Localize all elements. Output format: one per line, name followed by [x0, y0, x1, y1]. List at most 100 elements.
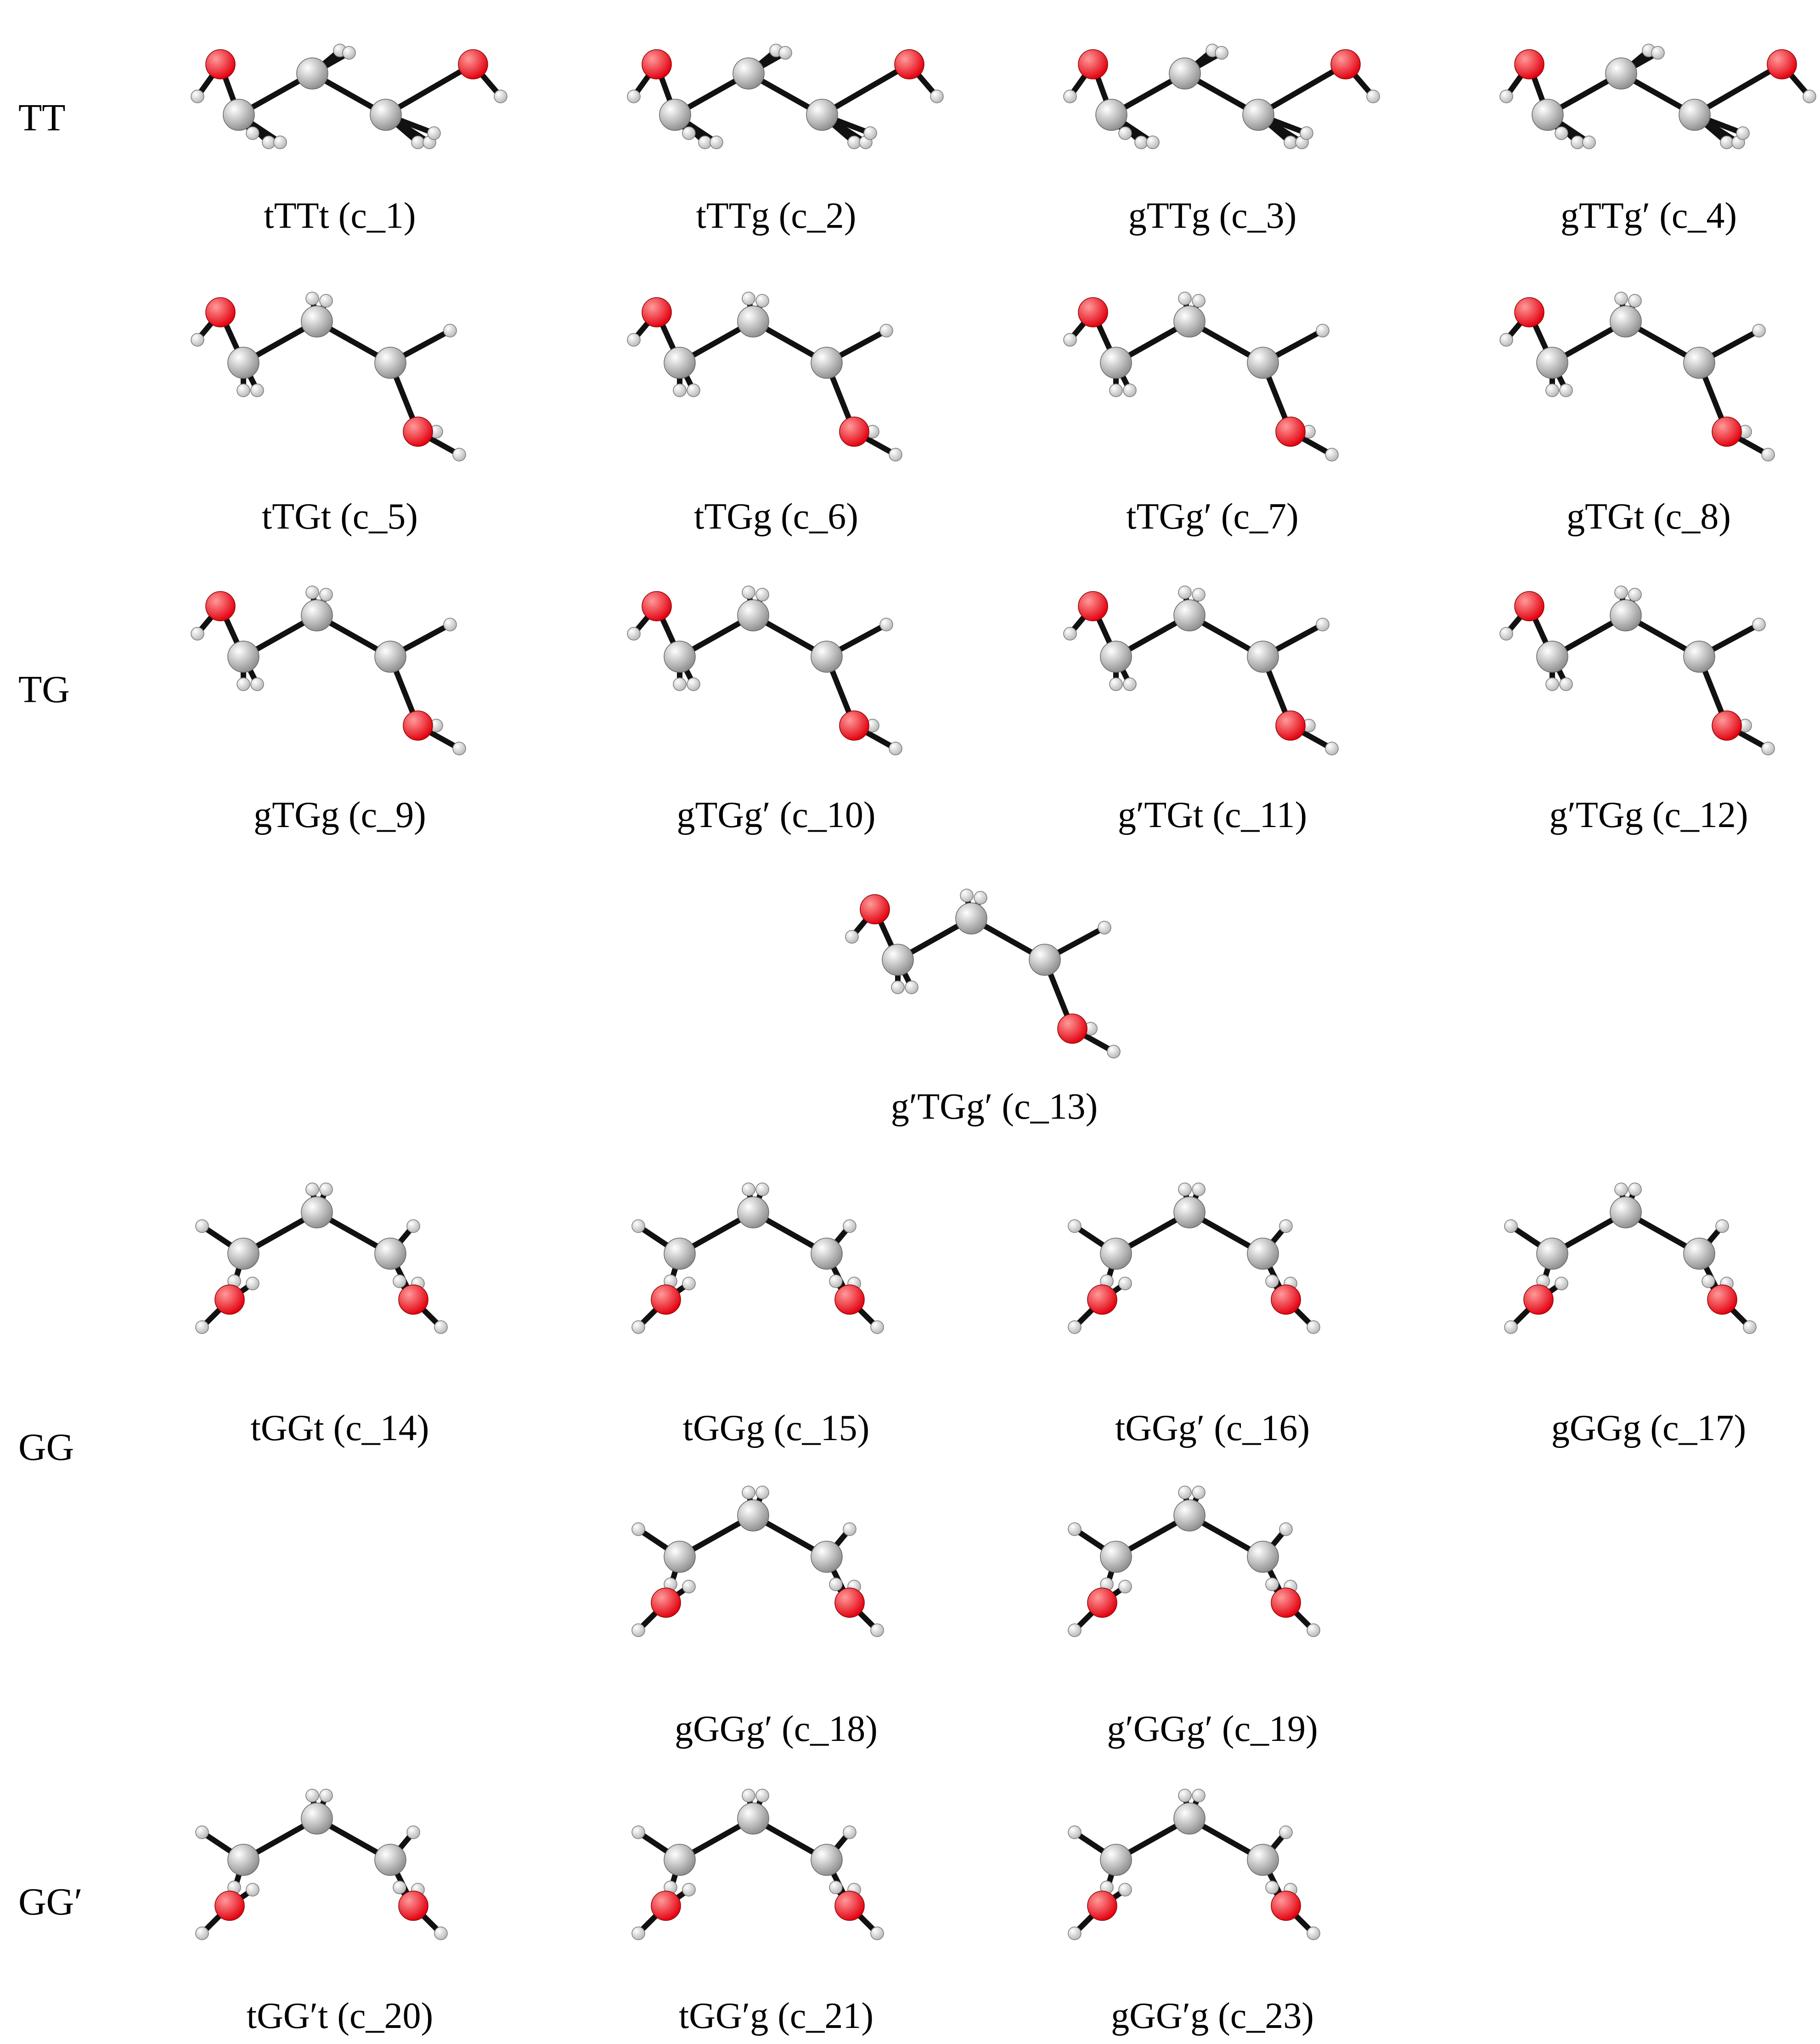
hydrogen-atom	[1702, 1274, 1715, 1288]
hydrogen-atom	[1366, 90, 1380, 103]
carbon-atom	[374, 1238, 406, 1270]
carbon-atom	[737, 1196, 769, 1228]
hydrogen-atom	[1736, 126, 1750, 140]
hydrogen-atom	[427, 126, 441, 140]
carbon-atom	[1169, 57, 1201, 90]
hydrogen-atom	[1307, 1320, 1320, 1334]
oxygen-atom	[1087, 1588, 1117, 1618]
carbon-atom	[1100, 1238, 1132, 1270]
hydrogen-atom	[891, 980, 905, 994]
hydrogen-atom	[1504, 1320, 1518, 1334]
hydrogen-atom	[1265, 1274, 1279, 1288]
carbon-atom	[1610, 1196, 1642, 1228]
hydrogen-atom	[1192, 1182, 1206, 1196]
conformer-label: gTGg (c_9)	[254, 795, 426, 835]
oxygen-atom	[1514, 49, 1544, 79]
hydrogen-atom	[1215, 46, 1228, 60]
hydrogen-atom	[246, 126, 259, 140]
hydrogen-atom	[755, 294, 769, 308]
hydrogen-atom	[1279, 1825, 1293, 1839]
hydrogen-atom	[1284, 135, 1297, 149]
hydrogen-atom	[305, 1182, 319, 1196]
conformer-label: tGG′g (c_21)	[678, 1996, 874, 2036]
hydrogen-atom	[195, 1219, 209, 1233]
oxygen-atom	[1330, 49, 1361, 79]
hydrogen-atom	[755, 588, 769, 602]
oxygen-atom	[1712, 417, 1742, 447]
molecule-7	[1063, 292, 1339, 462]
group-label-gg: GG	[18, 1426, 74, 1469]
molecule-5	[191, 292, 466, 462]
hydrogen-atom	[1715, 1219, 1729, 1233]
hydrogen-atom	[1614, 586, 1628, 599]
molecule-8	[1499, 292, 1775, 462]
hydrogen-atom	[1063, 333, 1077, 347]
carbon-atom	[664, 1238, 696, 1270]
oxygen-atom	[214, 1891, 245, 1921]
hydrogen-atom	[1316, 324, 1330, 338]
hydrogen-atom	[710, 135, 723, 149]
oxygen-atom	[1523, 1284, 1554, 1315]
oxygen-atom	[403, 417, 433, 447]
molecule-15	[631, 1182, 884, 1334]
molecule-19	[1068, 1486, 1320, 1637]
hydrogen-atom	[673, 677, 687, 691]
carbon-atom	[301, 1802, 333, 1835]
hydrogen-atom	[191, 627, 204, 641]
conformer-label: gGGg (c_17)	[1551, 1408, 1747, 1448]
hydrogen-atom	[305, 586, 319, 599]
hydrogen-atom	[195, 1926, 209, 1940]
oxygen-atom	[642, 297, 672, 327]
carbon-atom	[1100, 347, 1132, 379]
carbon-atom	[1100, 1844, 1132, 1876]
hydrogen-atom	[1571, 135, 1584, 149]
oxygen-atom	[642, 49, 672, 79]
hydrogen-atom	[631, 1623, 645, 1637]
hydrogen-atom	[262, 135, 276, 149]
molecule-9	[191, 586, 466, 755]
carbon-atom	[955, 902, 987, 935]
hydrogen-atom	[755, 1182, 769, 1196]
oxygen-atom	[1271, 1891, 1301, 1921]
hydrogen-atom	[843, 1522, 856, 1536]
hydrogen-atom	[698, 135, 712, 149]
molecule-12	[1499, 586, 1775, 755]
oxygen-atom	[1275, 710, 1306, 741]
oxygen-atom	[458, 49, 488, 79]
carbon-atom	[1683, 347, 1715, 379]
hydrogen-atom	[1803, 90, 1816, 103]
oxygen-atom	[839, 710, 869, 741]
hydrogen-atom	[1265, 1881, 1279, 1894]
oxygen-atom	[834, 1588, 865, 1618]
molecule-10	[627, 586, 902, 755]
oxygen-atom	[214, 1284, 245, 1315]
hydrogen-atom	[1499, 333, 1513, 347]
hydrogen-atom	[1614, 1182, 1628, 1196]
molecule-14	[195, 1182, 448, 1334]
hydrogen-atom	[778, 46, 792, 60]
hydrogen-atom	[1192, 1789, 1206, 1802]
group-label-tt: TT	[18, 96, 66, 139]
hydrogen-atom	[627, 90, 641, 103]
hydrogen-atom	[631, 1825, 645, 1839]
carbon-atom	[1173, 1499, 1206, 1532]
hydrogen-atom	[273, 135, 287, 149]
hydrogen-atom	[829, 1274, 843, 1288]
hydrogen-atom	[1499, 627, 1513, 641]
oxygen-atom	[398, 1284, 428, 1315]
hydrogen-atom	[1068, 1219, 1082, 1233]
hydrogen-atom	[1752, 618, 1766, 631]
hydrogen-atom	[755, 1789, 769, 1802]
hydrogen-atom	[406, 1219, 420, 1233]
hydrogen-atom	[1178, 586, 1192, 599]
hydrogen-atom	[1063, 90, 1077, 103]
oxygen-atom	[1707, 1284, 1737, 1315]
carbon-atom	[1247, 1844, 1279, 1876]
hydrogen-atom	[974, 891, 987, 905]
oxygen-atom	[860, 894, 890, 924]
hydrogen-atom	[1123, 677, 1137, 691]
hydrogen-atom	[1192, 1486, 1206, 1499]
oxygen-atom	[834, 1891, 865, 1921]
hydrogen-atom	[1743, 1320, 1757, 1334]
